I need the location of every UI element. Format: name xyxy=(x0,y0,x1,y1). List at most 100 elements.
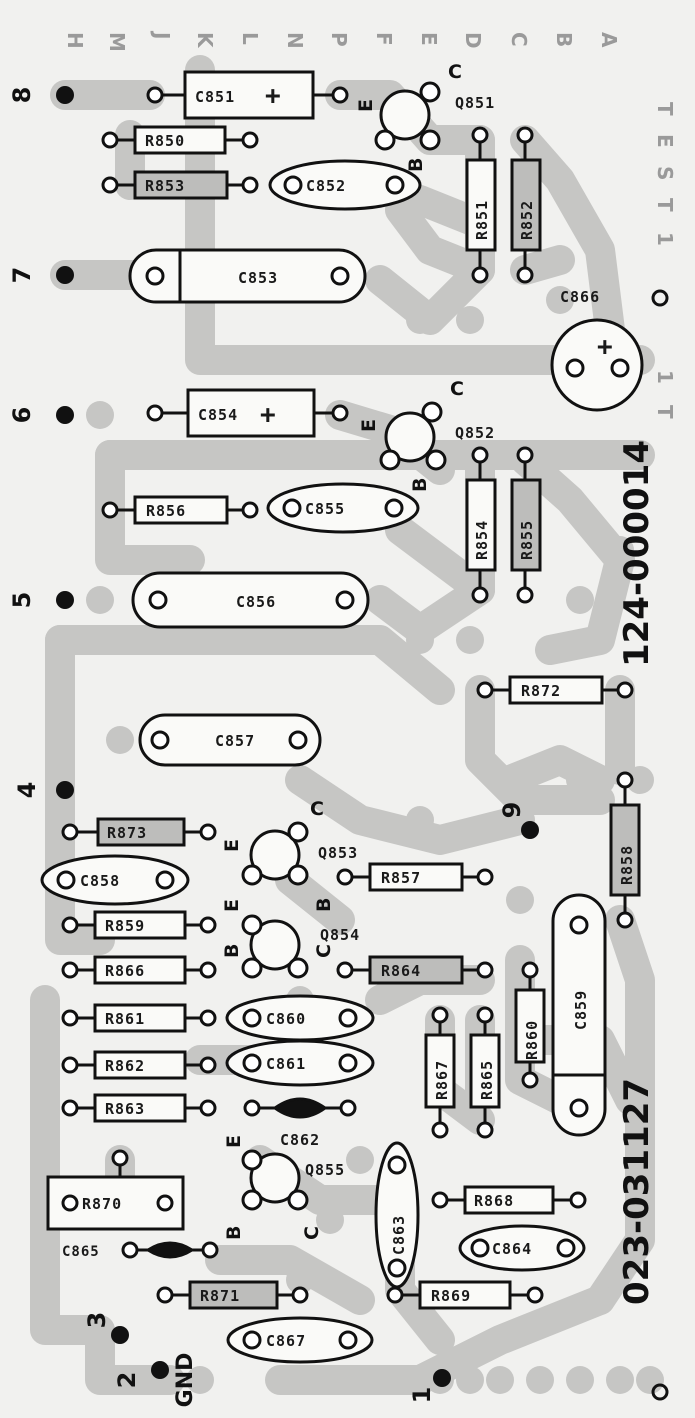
component-label: C858 xyxy=(80,872,120,890)
component-r871: R871 xyxy=(156,1280,309,1310)
terminal-label: B xyxy=(405,158,427,172)
component-label: R872 xyxy=(521,682,561,700)
pin-label: 8 xyxy=(8,87,36,104)
terminal-label: E xyxy=(355,99,377,112)
component-label: R855 xyxy=(518,520,536,560)
component-r873: R873 xyxy=(61,817,217,847)
component-r853: R853 xyxy=(101,170,259,200)
component-label: R865 xyxy=(478,1060,496,1100)
gnd-label: GND xyxy=(173,1353,198,1408)
component-r861: R861 xyxy=(61,1003,217,1033)
terminal-label: C xyxy=(450,378,464,400)
transistor-q853: C E B Q853 xyxy=(221,798,358,912)
component-label: Q854 xyxy=(320,926,360,944)
component-c861: C861 xyxy=(225,1039,375,1087)
components: C851 + R850 R853 C852 C E xyxy=(40,61,644,1364)
component-label: R871 xyxy=(200,1287,240,1305)
pin-label: 1 xyxy=(408,1387,436,1404)
board-part-number-2: 023-031127 xyxy=(617,1078,657,1305)
component-label: C855 xyxy=(305,500,345,518)
edge-letter: D xyxy=(461,32,485,49)
component-r870: R870 xyxy=(46,1149,185,1231)
terminal-label: B xyxy=(409,478,431,492)
component-label: R863 xyxy=(105,1100,145,1118)
pin-label: 9 xyxy=(498,802,526,819)
component-label: R868 xyxy=(474,1192,514,1210)
component-label: C856 xyxy=(236,593,276,611)
component-r869: R869 xyxy=(386,1280,544,1310)
transistor-q854: E B C Q854 xyxy=(221,899,360,979)
component-label: R866 xyxy=(105,962,145,980)
terminal-label: E xyxy=(221,899,243,912)
component-c864: C864 xyxy=(458,1224,586,1272)
component-label: R854 xyxy=(473,520,491,560)
edge-connector-letters: H M J K L N P F E D C B A T E S T 1 1 T xyxy=(63,30,677,419)
component-label: R852 xyxy=(518,200,536,240)
edge-letter: A xyxy=(597,32,621,48)
edge-letter: H xyxy=(63,32,87,49)
component-c866: C866 + xyxy=(550,288,644,412)
component-label: Q853 xyxy=(318,844,358,862)
polarity-mark: + xyxy=(265,81,282,111)
edge-letter: J xyxy=(150,30,174,39)
component-label: R851 xyxy=(473,200,491,240)
pin-label: 5 xyxy=(8,592,36,609)
component-r866: R866 xyxy=(61,955,217,985)
component-label: C859 xyxy=(572,990,590,1030)
component-label: R860 xyxy=(523,1020,541,1060)
component-label: R873 xyxy=(107,824,147,842)
component-r858: R858 xyxy=(609,771,641,929)
component-label: R850 xyxy=(145,132,185,150)
pin-label: 3 xyxy=(83,1312,111,1329)
component-label: C854 xyxy=(198,406,238,424)
pin-label: 6 xyxy=(8,407,36,424)
component-c856: C856 xyxy=(131,571,370,629)
component-label: C866 xyxy=(560,288,600,306)
component-c860: C860 xyxy=(225,994,375,1042)
component-label: R864 xyxy=(381,962,421,980)
component-label: C860 xyxy=(266,1010,306,1028)
connector-pins: 8 7 6 5 4 3 2 GND 1 9 xyxy=(8,86,539,1407)
component-r859: R859 xyxy=(61,910,217,940)
component-label: C857 xyxy=(215,732,255,750)
component-label: R859 xyxy=(105,917,145,935)
component-r862: R862 xyxy=(61,1050,217,1080)
edge-test-letter: E xyxy=(653,134,677,148)
component-r868: R868 xyxy=(431,1185,587,1215)
terminal-label: B xyxy=(223,1226,245,1240)
edge-letter: K xyxy=(193,32,217,49)
component-c862: C862 xyxy=(243,1097,357,1149)
edge-letter: C xyxy=(507,32,531,47)
terminal-label: B xyxy=(221,944,243,958)
edge-letter: B xyxy=(552,32,576,47)
terminal-label: B xyxy=(313,898,335,912)
component-r854: R854 xyxy=(465,446,497,604)
component-label: C865 xyxy=(62,1244,100,1260)
component-label: C853 xyxy=(238,269,278,287)
edge-letter: F xyxy=(372,32,396,46)
component-c865: C865 xyxy=(62,1241,219,1260)
terminal-label: C xyxy=(301,1226,323,1240)
terminal-label: E xyxy=(221,839,243,852)
component-c855: C855 xyxy=(266,482,420,534)
edge-small-letter: T xyxy=(653,405,677,419)
transistor-q855: E B C Q855 xyxy=(223,1135,344,1240)
component-c857: C857 xyxy=(138,713,322,767)
edge-letter: E xyxy=(417,32,441,46)
component-label: R870 xyxy=(82,1195,122,1213)
mounting-hole xyxy=(651,1383,669,1401)
edge-small-letter: 1 xyxy=(653,370,677,384)
edge-letter: P xyxy=(327,32,351,47)
component-label: C867 xyxy=(266,1332,306,1350)
terminal-label: C xyxy=(313,944,335,958)
transistor-q852: C E B Q852 xyxy=(358,378,494,492)
mounting-holes xyxy=(651,289,669,1401)
component-label: C852 xyxy=(306,177,346,195)
component-c852: C852 xyxy=(268,159,422,211)
polarity-mark: + xyxy=(597,332,614,362)
component-c853: C853 xyxy=(128,248,367,304)
component-label: C864 xyxy=(492,1240,532,1258)
pin-label: 2 xyxy=(113,1372,141,1389)
edge-letter: L xyxy=(238,32,262,45)
